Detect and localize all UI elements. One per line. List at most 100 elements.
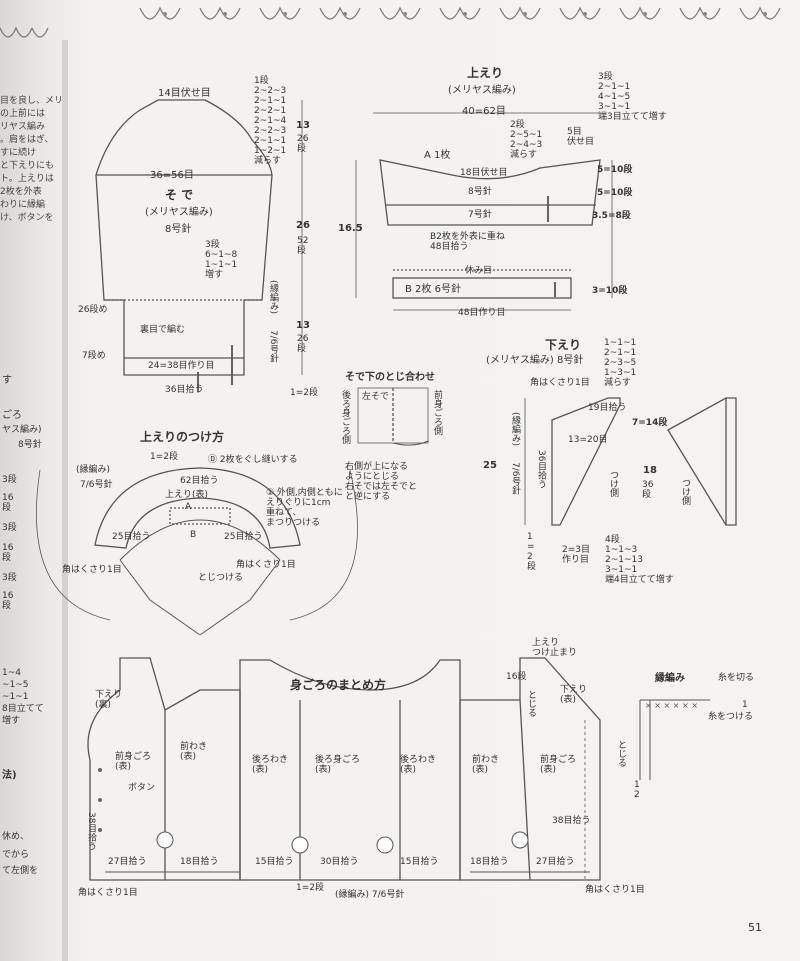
upper-collar-dec-note: 2段 2~5~1 2~4~3 減らす [510,120,543,160]
assembly-back: 後ろ身ごろ (表) [315,755,361,775]
lower-collar-corner: 角はくさり1目 [530,378,590,388]
hem-title: そで下のとじ合わせ [345,372,435,383]
assembly-lower-collar-left: 下えり (裏) [95,690,123,710]
assembly-row-16: 16段 [506,672,527,682]
upper-collar-height: 16.5 [338,223,363,234]
assembly-join-1: とじる [526,690,536,717]
lower-collar-right [667,397,737,526]
sleeve-title: そ で [165,188,194,202]
upper-collar-piece-a: A 1枚 [424,150,451,161]
upper-collar-dim-2: 5=10段 [597,188,633,198]
sleeve-needle: 8号針 [165,224,192,235]
margin-line: でから [2,850,30,860]
svg-text:× × × × × ×: × × × × × × [645,701,698,710]
sleeve-increase-note: 3段 6~1~8 1~1~1 増す [205,240,238,280]
assembly-pick-27-left: 27目拾う [108,857,147,867]
sleeve-dim-26a: 26 段 [297,134,309,154]
edging-num-1: 1 [742,700,748,710]
page-number: 51 [748,921,762,934]
margin-line: 16 [2,591,14,601]
lower-collar-dim-36: 36 段 [642,480,654,500]
upper-collar-dim-4: 3=10段 [592,286,628,296]
attach-collar-front: 上えり(表) [165,490,209,500]
attach-a: A [185,502,192,512]
upper-collar-b [392,277,572,299]
collar-attach-shape [94,467,301,549]
lower-collar-pick-19: 19目拾う [588,403,627,413]
attach-title: 上えりのつけ方 [140,430,225,444]
sleeve-dim-26: 26 [296,220,310,231]
upper-collar-width: 40=62目 [462,106,506,117]
upper-collar-rest: 休み目 [465,266,493,276]
sleeve-shaping-note: 1段 2~2~3 2~1~1 2~2~1 2~1~4 2~2~3 2~1~1 1… [254,76,287,166]
sleeve-inside: 裏目で編む [140,325,186,335]
hem-front-side: 前身ごろ側 [432,390,442,435]
sleeve-dim-52: 52 段 [297,236,309,256]
margin-line: す [2,375,12,386]
attach-edge-needle: 7/6号針 [80,480,113,490]
assembly-back-side-right: 後ろわき (表) [400,755,437,775]
margin-line: 法) [2,770,17,781]
assembly-pick-15: 15目拾う [255,857,294,867]
lower-collar-pick-36: 36目拾う [536,450,546,489]
sleeve-pickup: 36目拾う [165,385,204,395]
upper-collar-title: 上えり [467,66,504,80]
margin-line: の上前には [0,109,46,119]
margin-line: 段 [2,553,12,563]
assembly-pick-38-left: 38目拾う [86,812,96,851]
attach-pick-25a: 25目拾う [112,532,151,542]
upper-collar-piece-b: B 2枚 6号針 [405,284,461,295]
attach-pick-62: 62目拾う [180,476,219,486]
sleeve-dim-13b: 13 [296,320,310,331]
margin-line: わりに縁編 [0,200,46,210]
upper-collar-dim-3: 3.5=8段 [592,211,631,221]
assembly-pick-18-right: 18目拾う [470,857,509,867]
upper-collar-overlap: B2枚を外表に重ね 48目拾う [430,232,505,252]
upper-collar-inc-note: 3段 2~1~1 4~1~5 3~1~1 端3目立てて増す [598,72,667,122]
sleeve-edge-needle: 7/6号針 [268,330,278,363]
left-page-text: 目を良し、メリ の上前には リヤス編み 。肩をはぎ、 すに続け と下えりにも ト… [0,95,64,225]
edging-chart: × × × × × × [639,699,710,780]
assembly-corner-right: 角はくさり1目 [585,885,645,895]
margin-line: ~1~5 [2,680,29,690]
upper-collar-a [379,159,601,226]
margin-line: 段 [2,503,12,513]
upper-collar-dim-1: 5=10段 [597,165,633,175]
margin-line: 3段 [2,475,17,485]
attach-note-d: Ⓓ 2枚をぐし縫いする [208,455,298,465]
margin-line: 16 [2,543,14,553]
attach-row-top: 1=2段 [150,452,178,462]
lower-collar-subtitle: (メリヤス編み) 8号針 [486,355,584,366]
lower-collar-edge: (縁編み) [510,412,520,447]
sleeve-row-26: 26段め [78,305,108,315]
sleeve-bottom-row: 1=2段 [290,388,318,398]
lower-collar-dim-18: 18 [643,465,657,476]
edging-num-12: 1 2 [634,780,640,800]
lower-collar-dim-25: 25 [483,460,497,471]
lower-collar-side: つけ側 [608,470,618,497]
upper-collar-subtitle: (メリヤス編み) [448,85,516,96]
margin-line: 。肩をはぎ、 [0,135,54,145]
assembly-pick-30: 30目拾う [320,857,359,867]
edging-attach: 糸をつける [708,712,754,722]
margin-line: 2枚を外表 [0,187,42,197]
attach-text: とじつける [198,573,244,583]
upper-collar-cast-on: 48目作り目 [458,308,506,318]
attach-pick-25b: 25目拾う [224,532,263,542]
lower-collar-side-2: つけ側 [680,478,690,505]
assembly-lower-collar-right: 下えり (表) [560,685,588,705]
margin-line: 3段 [2,573,17,583]
assembly-pick-18-left: 18目拾う [180,857,219,867]
lower-collar-inc-note: 4段 1~1~3 2~1~13 3~1~1 端4目立てて増す [605,535,674,585]
attach-corner-1: 角はくさり1目 [62,565,122,575]
assembly-corner-left: 角はくさり1目 [78,888,138,898]
sleeve-dim-13a: 13 [296,120,310,131]
upper-collar-needle-7: 7号針 [468,210,492,220]
assembly-attach-end: 上えり つけ止まり [532,638,578,658]
margin-line: 目を良し、メリ [0,96,64,106]
ornament-border [0,6,781,38]
hem-back-side: 後ろ身ごろ側 [340,390,350,444]
margin-line: 段 [2,601,12,611]
